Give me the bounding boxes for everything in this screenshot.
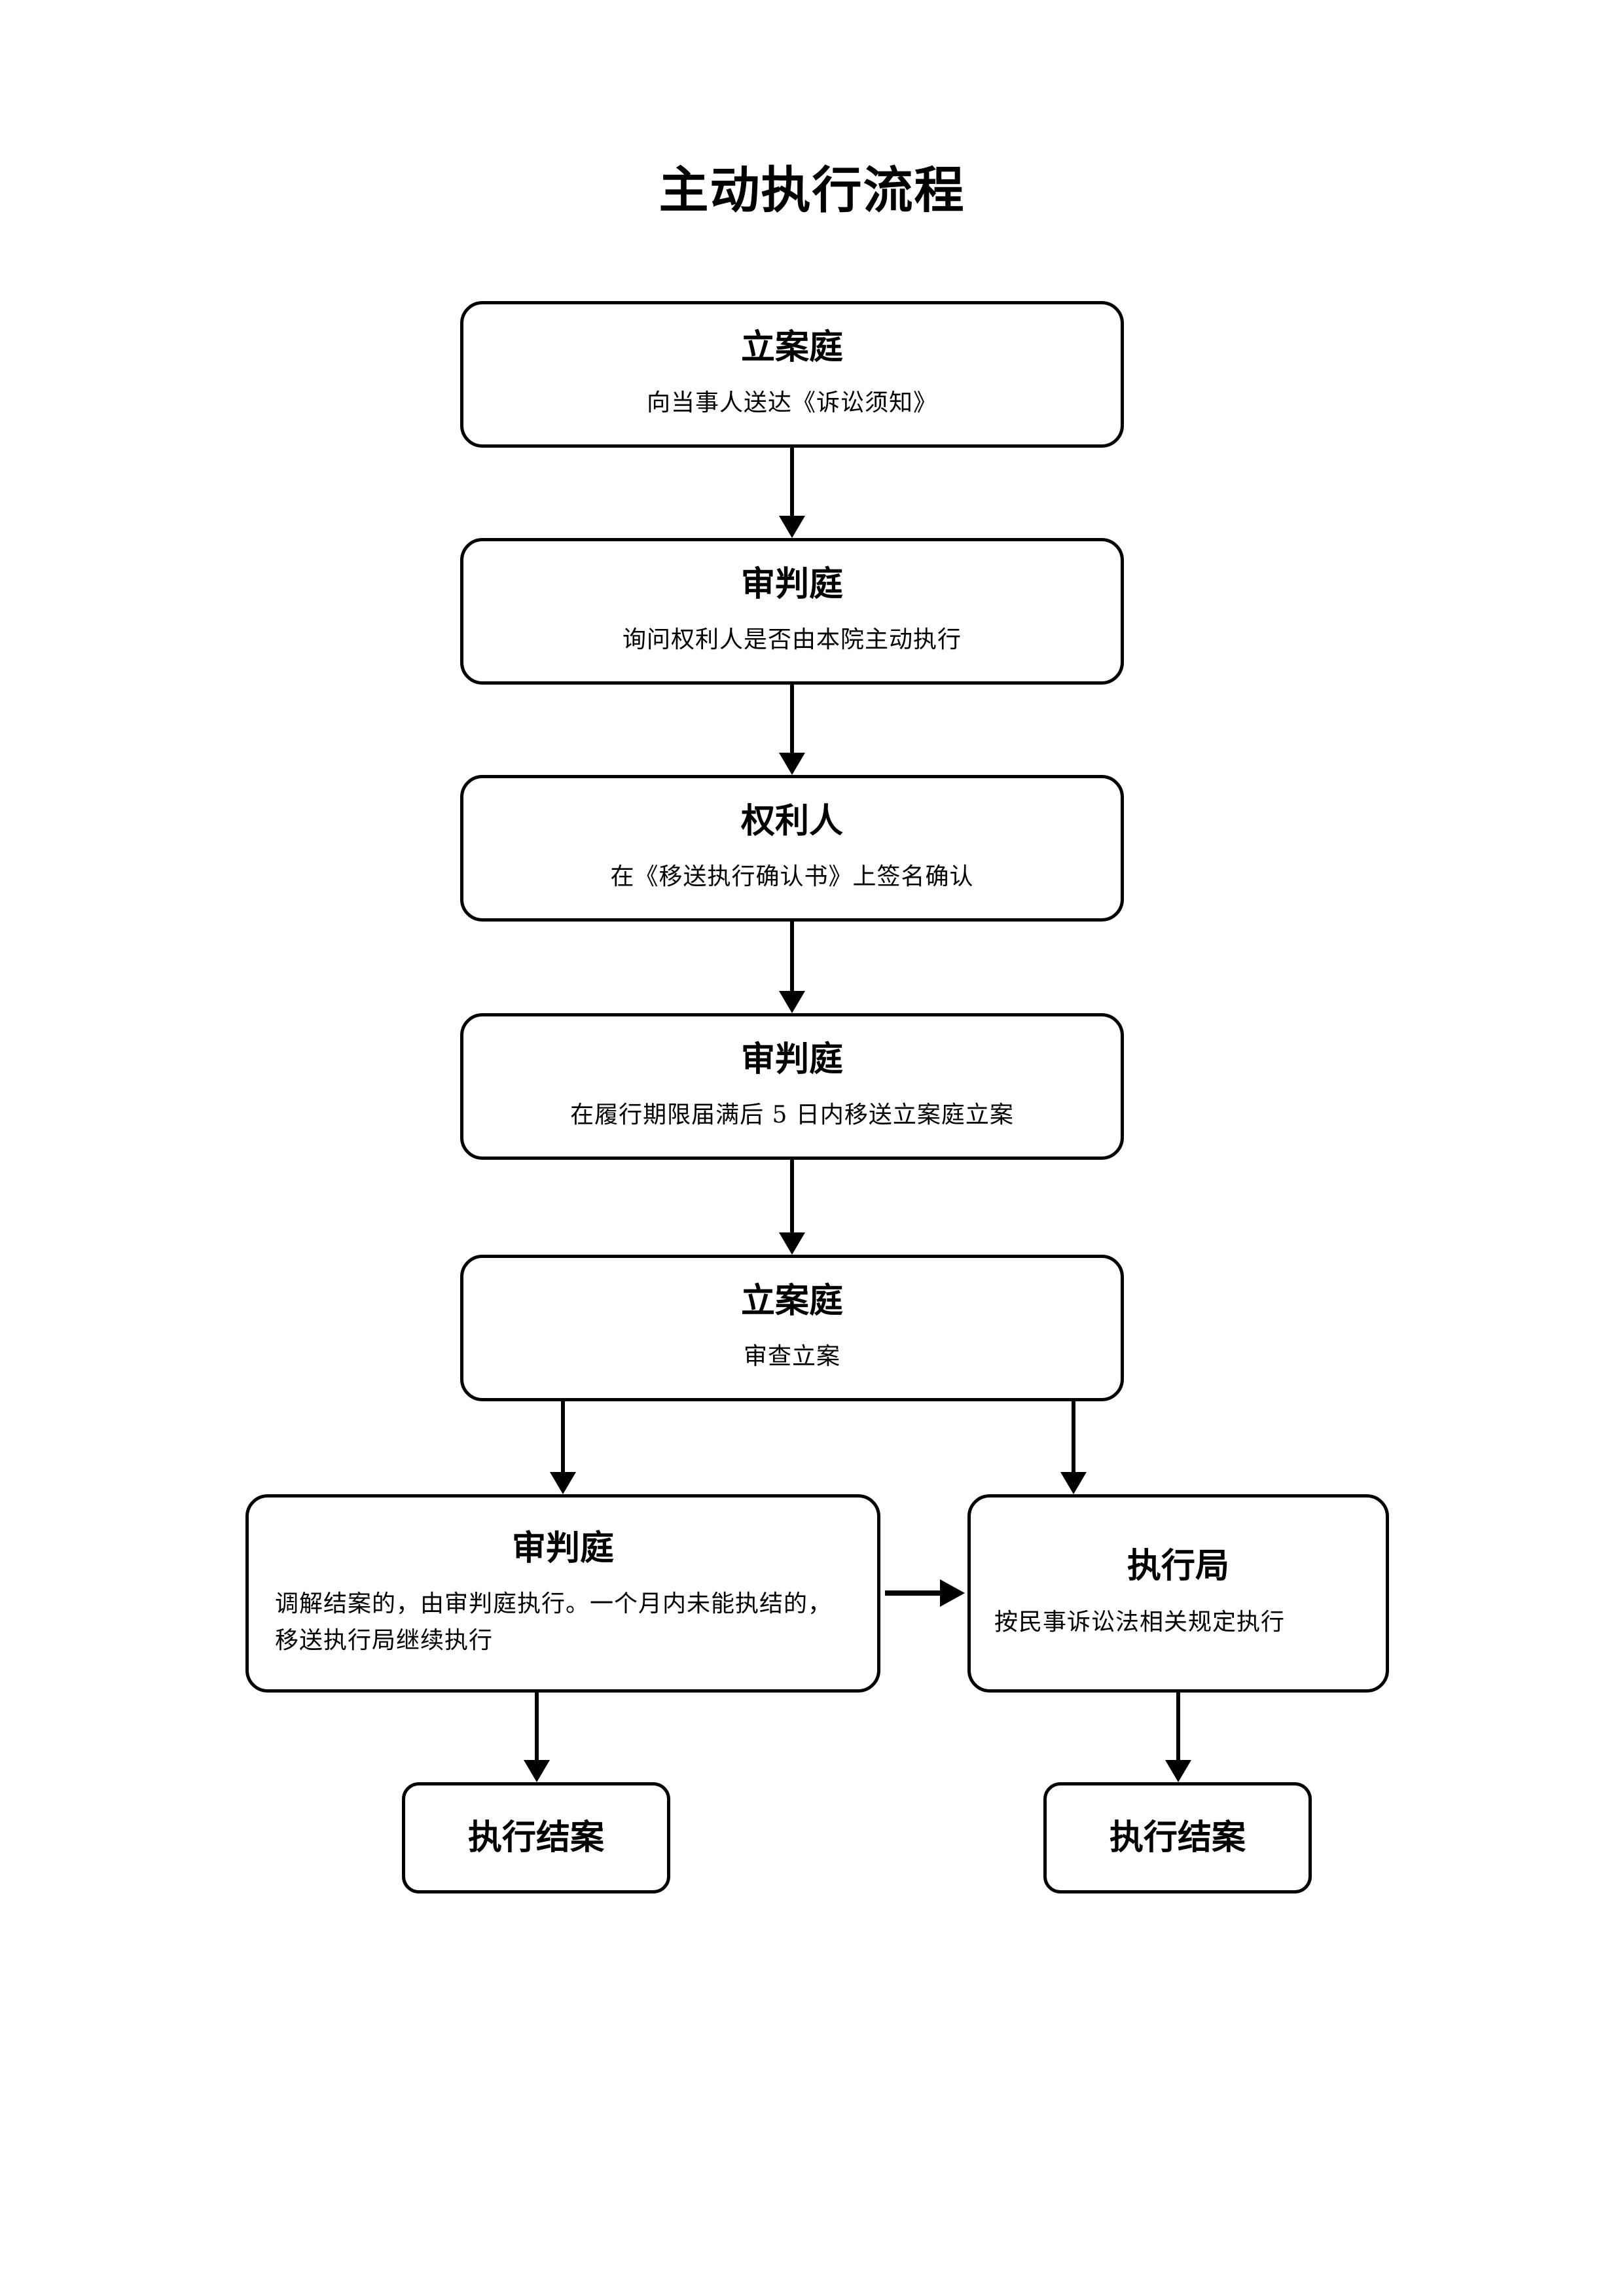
flow-node-case-closed-left: 执行结案 — [402, 1782, 670, 1893]
flow-node-title: 审判庭 — [511, 1529, 614, 1568]
flow-node-subtitle: 在履行期限届满后 5 日内移送立案庭立案 — [570, 1102, 1014, 1129]
flow-node-subtitle: 在《移送执行确认书》上签名确认 — [610, 863, 974, 891]
flow-node-title: 立案庭 — [740, 1282, 843, 1320]
flow-node-subtitle: 按民事诉讼法相关规定执行 — [994, 1608, 1286, 1636]
flow-node-title: 审判庭 — [740, 1040, 843, 1079]
flow-node-trial-court-3: 审判庭 调解结案的，由审判庭执行。一个月内未能执结的，移送执行局继续执行 — [245, 1494, 880, 1693]
flow-node-title: 执行局 — [1127, 1547, 1229, 1586]
flow-node-trial-court-1: 审判庭 询问权利人是否由本院主动执行 — [460, 538, 1124, 685]
flow-node-subtitle: 向当事人送达《诉讼须知》 — [646, 389, 937, 417]
flow-node-title: 立案庭 — [740, 328, 843, 367]
flow-node-subtitle: 调解结案的，由审判庭执行。一个月内未能执结的，移送执行局继续执行 — [275, 1590, 833, 1654]
flow-node-subtitle: 审查立案 — [743, 1343, 840, 1371]
flow-node-enforcement-bureau: 执行局 按民事诉讼法相关规定执行 — [967, 1494, 1389, 1693]
flow-node-title: 审判庭 — [740, 565, 843, 603]
flow-node-title: 执行结案 — [467, 1818, 604, 1857]
flow-node-filing-court-2: 立案庭 审查立案 — [460, 1255, 1124, 1401]
flow-node-title: 权利人 — [740, 802, 843, 840]
flow-node-case-closed-right: 执行结案 — [1043, 1782, 1312, 1893]
flow-node-title: 执行结案 — [1109, 1818, 1246, 1857]
flow-node-rights-holder: 权利人 在《移送执行确认书》上签名确认 — [460, 775, 1124, 922]
flow-node-filing-court-1: 立案庭 向当事人送达《诉讼须知》 — [460, 301, 1124, 448]
flow-node-trial-court-2: 审判庭 在履行期限届满后 5 日内移送立案庭立案 — [460, 1013, 1124, 1160]
flow-node-subtitle: 询问权利人是否由本院主动执行 — [622, 626, 962, 654]
page-title: 主动执行流程 — [659, 163, 965, 219]
